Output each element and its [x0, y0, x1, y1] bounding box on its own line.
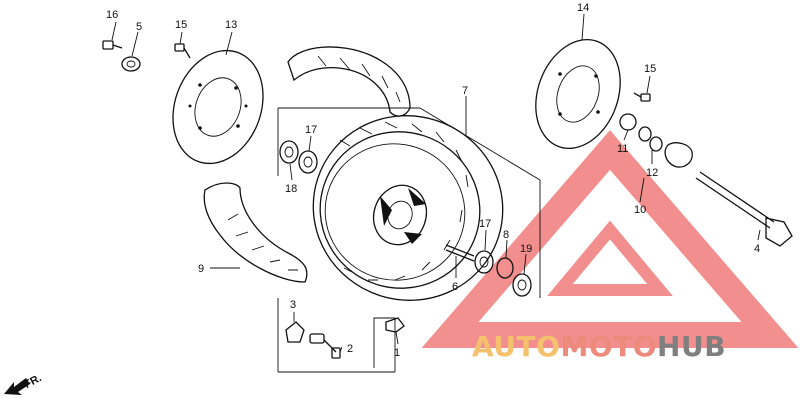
callout-10: 10 — [634, 204, 646, 216]
watermark-part-moto: MOTO — [560, 330, 657, 363]
brake-disc-right — [535, 38, 621, 150]
balance-weight-1 — [385, 317, 405, 333]
callout-11: 11 — [617, 143, 628, 155]
bolt-16 — [102, 40, 123, 50]
callout-7: 7 — [462, 85, 468, 97]
tire-upper-half — [287, 46, 411, 117]
callout-15-right: 15 — [644, 63, 656, 75]
valve-cap-3 — [285, 321, 305, 343]
bearing-17-left — [298, 150, 318, 174]
callout-3: 3 — [290, 299, 296, 311]
oil-seal-8 — [496, 257, 514, 279]
callout-18: 18 — [285, 183, 297, 195]
callout-14: 14 — [577, 2, 589, 14]
callout-2: 2 — [347, 343, 353, 355]
tire-lower-half — [203, 182, 308, 283]
bearing-18 — [279, 140, 299, 164]
callout-5: 5 — [136, 21, 142, 33]
callout-4: 4 — [754, 243, 760, 255]
callout-17-left: 17 — [305, 124, 317, 136]
callout-12: 12 — [646, 167, 658, 179]
washer-12 — [638, 126, 663, 152]
wheel-hub — [372, 184, 428, 246]
callout-1: 1 — [394, 347, 400, 359]
speedometer-gearbox-10 — [664, 142, 693, 168]
callout-8: 8 — [503, 229, 509, 241]
callout-19: 19 — [520, 243, 532, 255]
bolt-15-right — [633, 92, 651, 102]
callout-numbers: 16 5 15 13 14 15 7 17 18 11 12 10 17 8 1… — [106, 2, 760, 359]
bearing-19 — [512, 273, 532, 297]
watermark-logo — [421, 130, 799, 348]
callout-17-right: 17 — [479, 218, 491, 230]
collar-11 — [619, 113, 637, 131]
leader-lines — [111, 13, 761, 353]
callout-15-left: 15 — [175, 19, 187, 31]
valve-stem-2 — [309, 333, 341, 359]
callout-9: 9 — [198, 263, 204, 275]
callout-6: 6 — [452, 281, 458, 293]
watermark-part-hub: HUB — [657, 330, 726, 363]
bolt-15-left — [174, 43, 191, 59]
front-axle-4 — [695, 171, 793, 247]
bearing-17-right — [474, 250, 494, 274]
front-arrow-icon — [4, 378, 30, 395]
collar-5 — [121, 56, 141, 72]
watermark-part-auto: AUTO — [472, 330, 560, 363]
wheel-rim — [312, 115, 504, 301]
front-direction-indicator: FR. — [4, 372, 44, 395]
direction-label: FR. — [22, 372, 43, 391]
spacer-6 — [445, 244, 475, 262]
brake-disc-left — [172, 49, 264, 165]
watermark-text: AUTOMOTOHUB — [472, 330, 726, 363]
exploded-view-boundary — [277, 107, 541, 373]
callout-13: 13 — [225, 19, 237, 31]
svg-text:AUTOMOTOHUB: AUTOMOTOHUB — [472, 330, 726, 363]
callout-16: 16 — [106, 9, 118, 21]
